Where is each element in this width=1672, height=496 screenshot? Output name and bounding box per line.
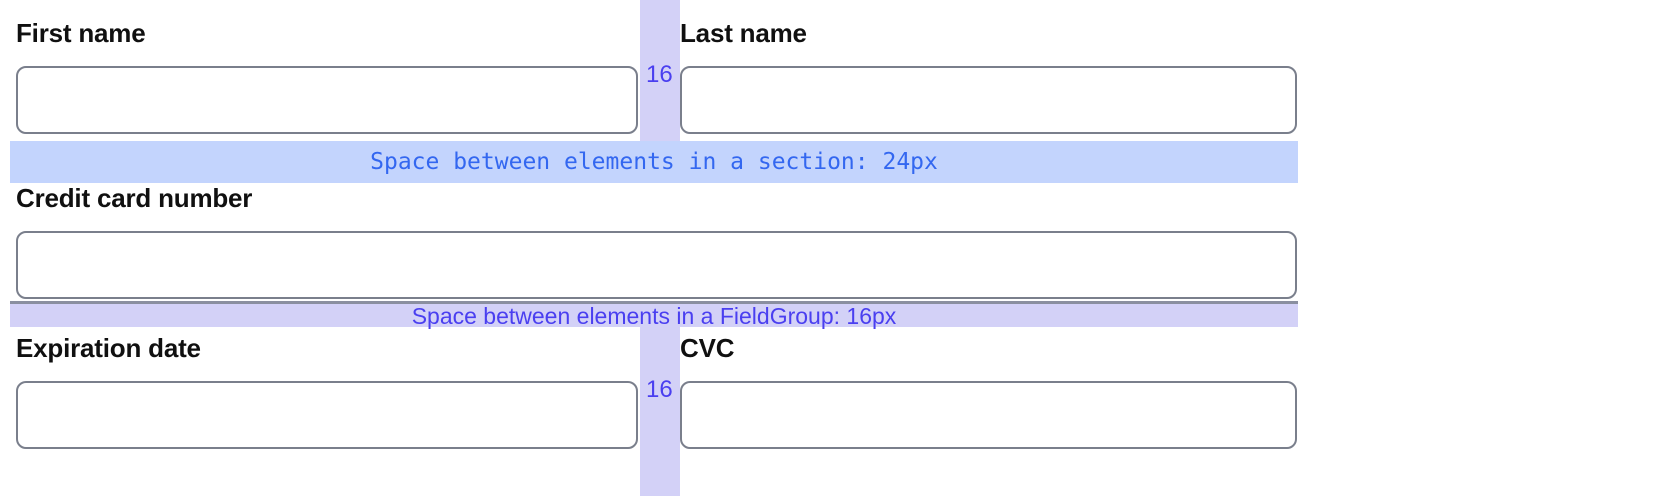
- column-gap-strip-bottom: [640, 327, 680, 496]
- label-credit-card-number: Credit card number: [16, 183, 253, 213]
- label-cvc: CVC: [680, 333, 735, 363]
- label-first-name: First name: [16, 18, 146, 48]
- input-credit-card-number[interactable]: [16, 231, 1297, 299]
- column-gap-strip-top: [640, 0, 680, 141]
- input-last-name[interactable]: [680, 66, 1297, 134]
- column-gap-label-top: 16: [646, 61, 673, 88]
- label-expiration-date: Expiration date: [16, 333, 201, 363]
- label-last-name: Last name: [680, 18, 807, 48]
- input-first-name[interactable]: [16, 66, 638, 134]
- input-expiration-date[interactable]: [16, 381, 638, 449]
- fieldgroup-gap-annotation-bar: Space between elements in a FieldGroup: …: [10, 301, 1298, 329]
- section-gap-annotation-bar: Space between elements in a section: 24p…: [10, 141, 1298, 183]
- column-gap-label-bottom: 16: [646, 376, 673, 403]
- fieldgroup-gap-annotation-label: Space between elements in a FieldGroup: …: [411, 303, 897, 329]
- section-gap-annotation-label: Space between elements in a section: 24p…: [370, 149, 938, 175]
- input-cvc[interactable]: [680, 381, 1297, 449]
